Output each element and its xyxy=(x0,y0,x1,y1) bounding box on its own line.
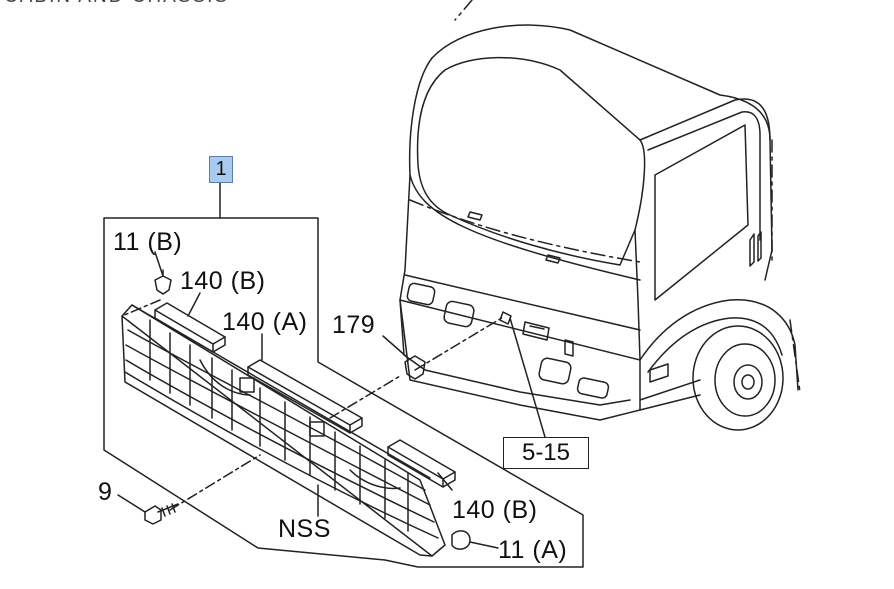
header-fragment: CABIN AND CHASSIS xyxy=(4,0,229,8)
leaders xyxy=(117,251,546,549)
label-nss: NSS xyxy=(278,515,331,543)
label-clip-179: 179 xyxy=(332,311,376,339)
label-screw-9: 9 xyxy=(98,478,113,506)
label-clip-11b: 11 (B) xyxy=(113,228,183,256)
label-clip-11a: 11 (A) xyxy=(498,536,568,564)
label-spacer-140b-top: 140 (B) xyxy=(180,267,266,295)
label-spacer-140a: 140 (A) xyxy=(222,308,308,336)
front-grille xyxy=(121,304,446,557)
callout-number-box[interactable]: 1 xyxy=(209,156,233,183)
reference-box[interactable]: 5-15 xyxy=(503,437,589,469)
label-spacer-140b-bottom: 140 (B) xyxy=(452,496,538,524)
truck-cab xyxy=(399,0,801,431)
assembly-outline xyxy=(103,182,584,568)
